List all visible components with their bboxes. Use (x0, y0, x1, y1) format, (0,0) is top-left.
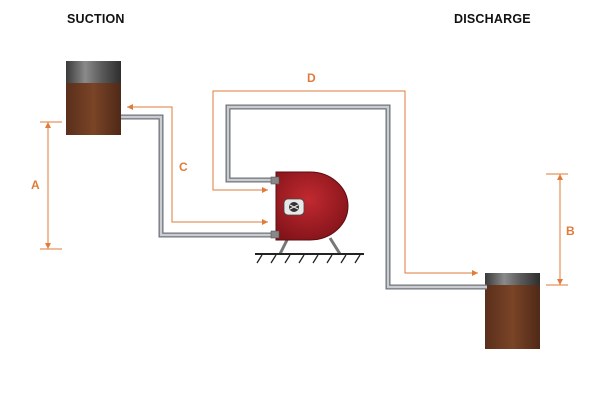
dimension-c-label: C (179, 160, 188, 174)
dimension-d-label: D (307, 71, 316, 85)
pump-logo-icon (283, 198, 305, 216)
dimension-d (212, 90, 478, 276)
dimension-b (546, 173, 568, 286)
dimension-a (40, 121, 62, 250)
suction-pipe (121, 114, 277, 238)
dimension-c (127, 104, 268, 225)
pump (270, 171, 349, 255)
suction-title: SUCTION (67, 12, 125, 26)
ground-base (255, 253, 364, 264)
dimension-b-label: B (566, 224, 575, 238)
dimension-a-label: A (31, 178, 40, 192)
discharge-title: DISCHARGE (454, 12, 531, 26)
discharge-tank (485, 273, 540, 349)
suction-tank (66, 61, 121, 135)
